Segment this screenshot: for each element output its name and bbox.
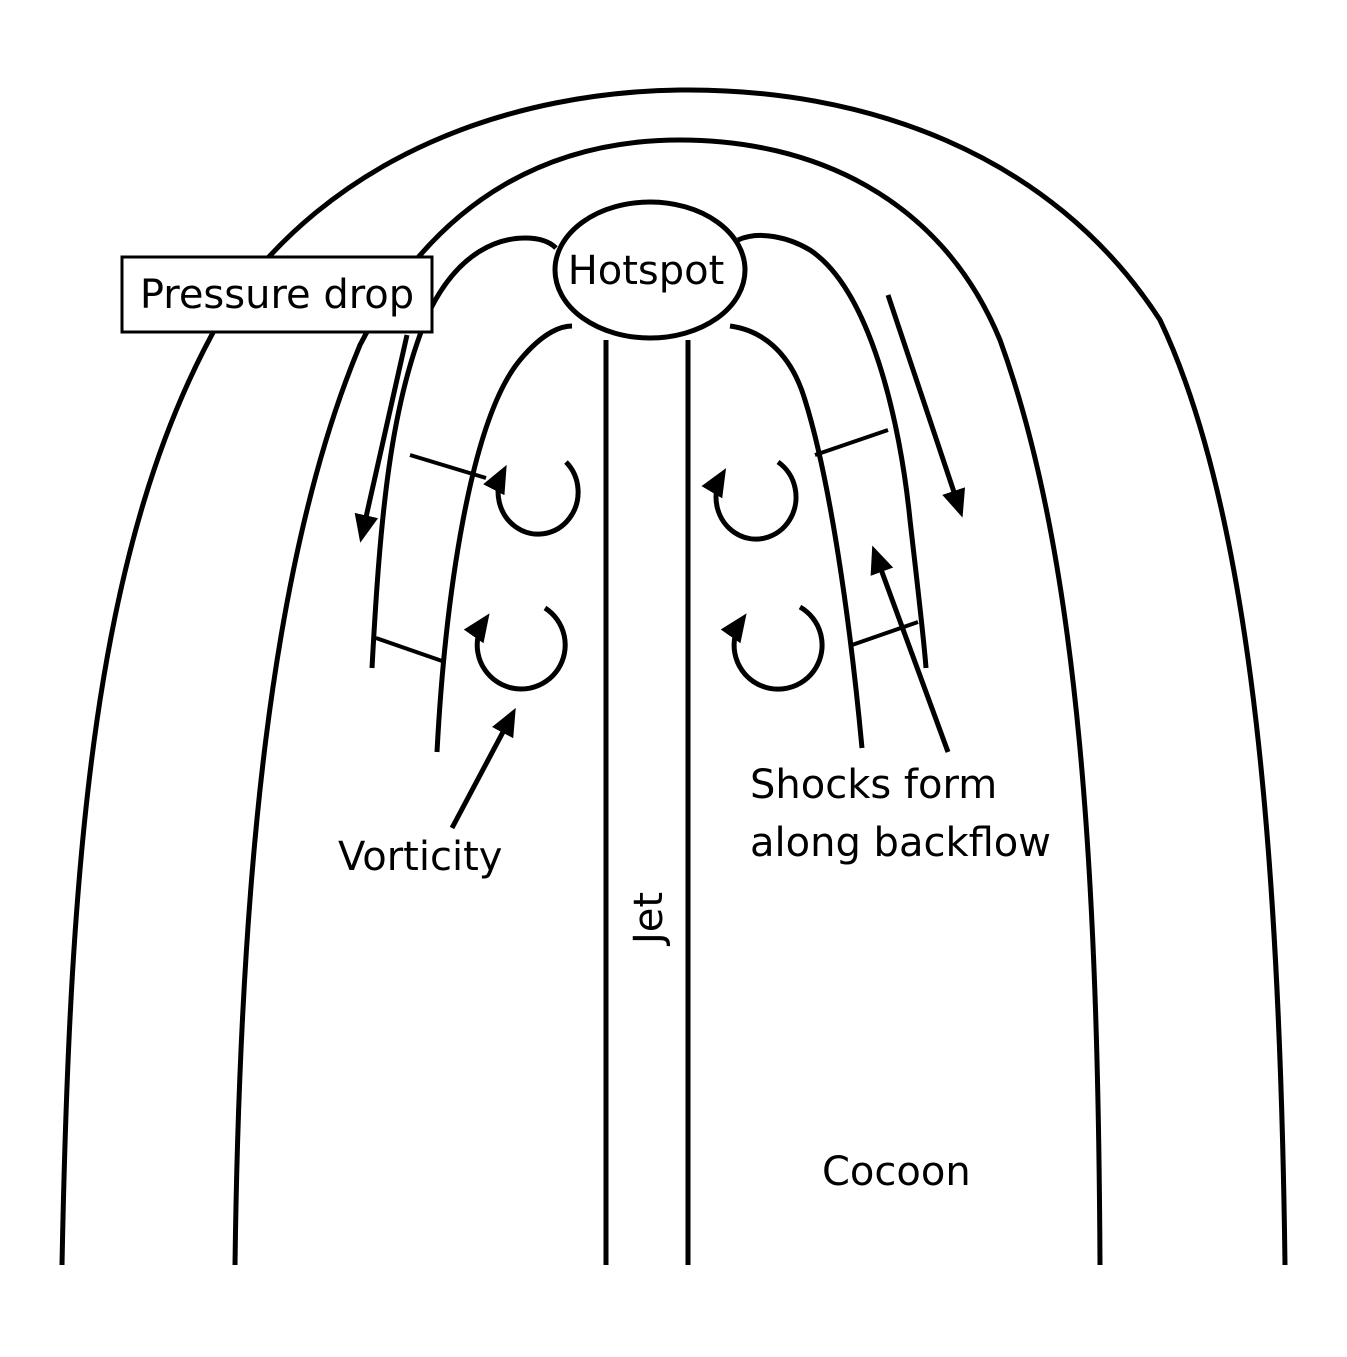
left-shock-line-lower	[375, 636, 446, 664]
right-shock-line-upper	[814, 428, 889, 457]
vortex-right-lower-icon	[720, 604, 825, 692]
right-backflow-outer	[736, 232, 929, 669]
left-backflow-inner	[434, 323, 573, 753]
vorticity-pointer-arrow	[449, 707, 516, 830]
shocks-pointer-arrow	[870, 545, 951, 753]
hotspot-ellipse	[552, 199, 748, 341]
vortex-left-upper-icon	[483, 460, 581, 537]
hotspot-label: Hotspot	[568, 248, 725, 294]
pressure-drop-label: Pressure drop	[140, 272, 414, 318]
pressure-drop-box	[120, 255, 434, 334]
vorticity-label: Vorticity	[338, 834, 502, 880]
vortex-right-upper-icon	[701, 459, 799, 542]
jet-label: Jet	[626, 892, 672, 947]
outer-cocoon-boundary	[59, 87, 1288, 1266]
right-shock-line-lower	[851, 620, 919, 647]
left-shock-line-upper	[409, 453, 487, 480]
shocks-label-line1: Shocks form	[750, 762, 997, 808]
right-backflow-inner	[729, 323, 865, 749]
left-backflow-arrow	[354, 334, 410, 543]
shocks-label-line2: along backflow	[750, 820, 1051, 866]
right-backflow-arrow	[885, 294, 966, 518]
inner-cocoon-boundary	[232, 137, 1103, 1266]
vortex-left-lower-icon	[463, 605, 568, 692]
cocoon-label: Cocoon	[822, 1149, 971, 1195]
